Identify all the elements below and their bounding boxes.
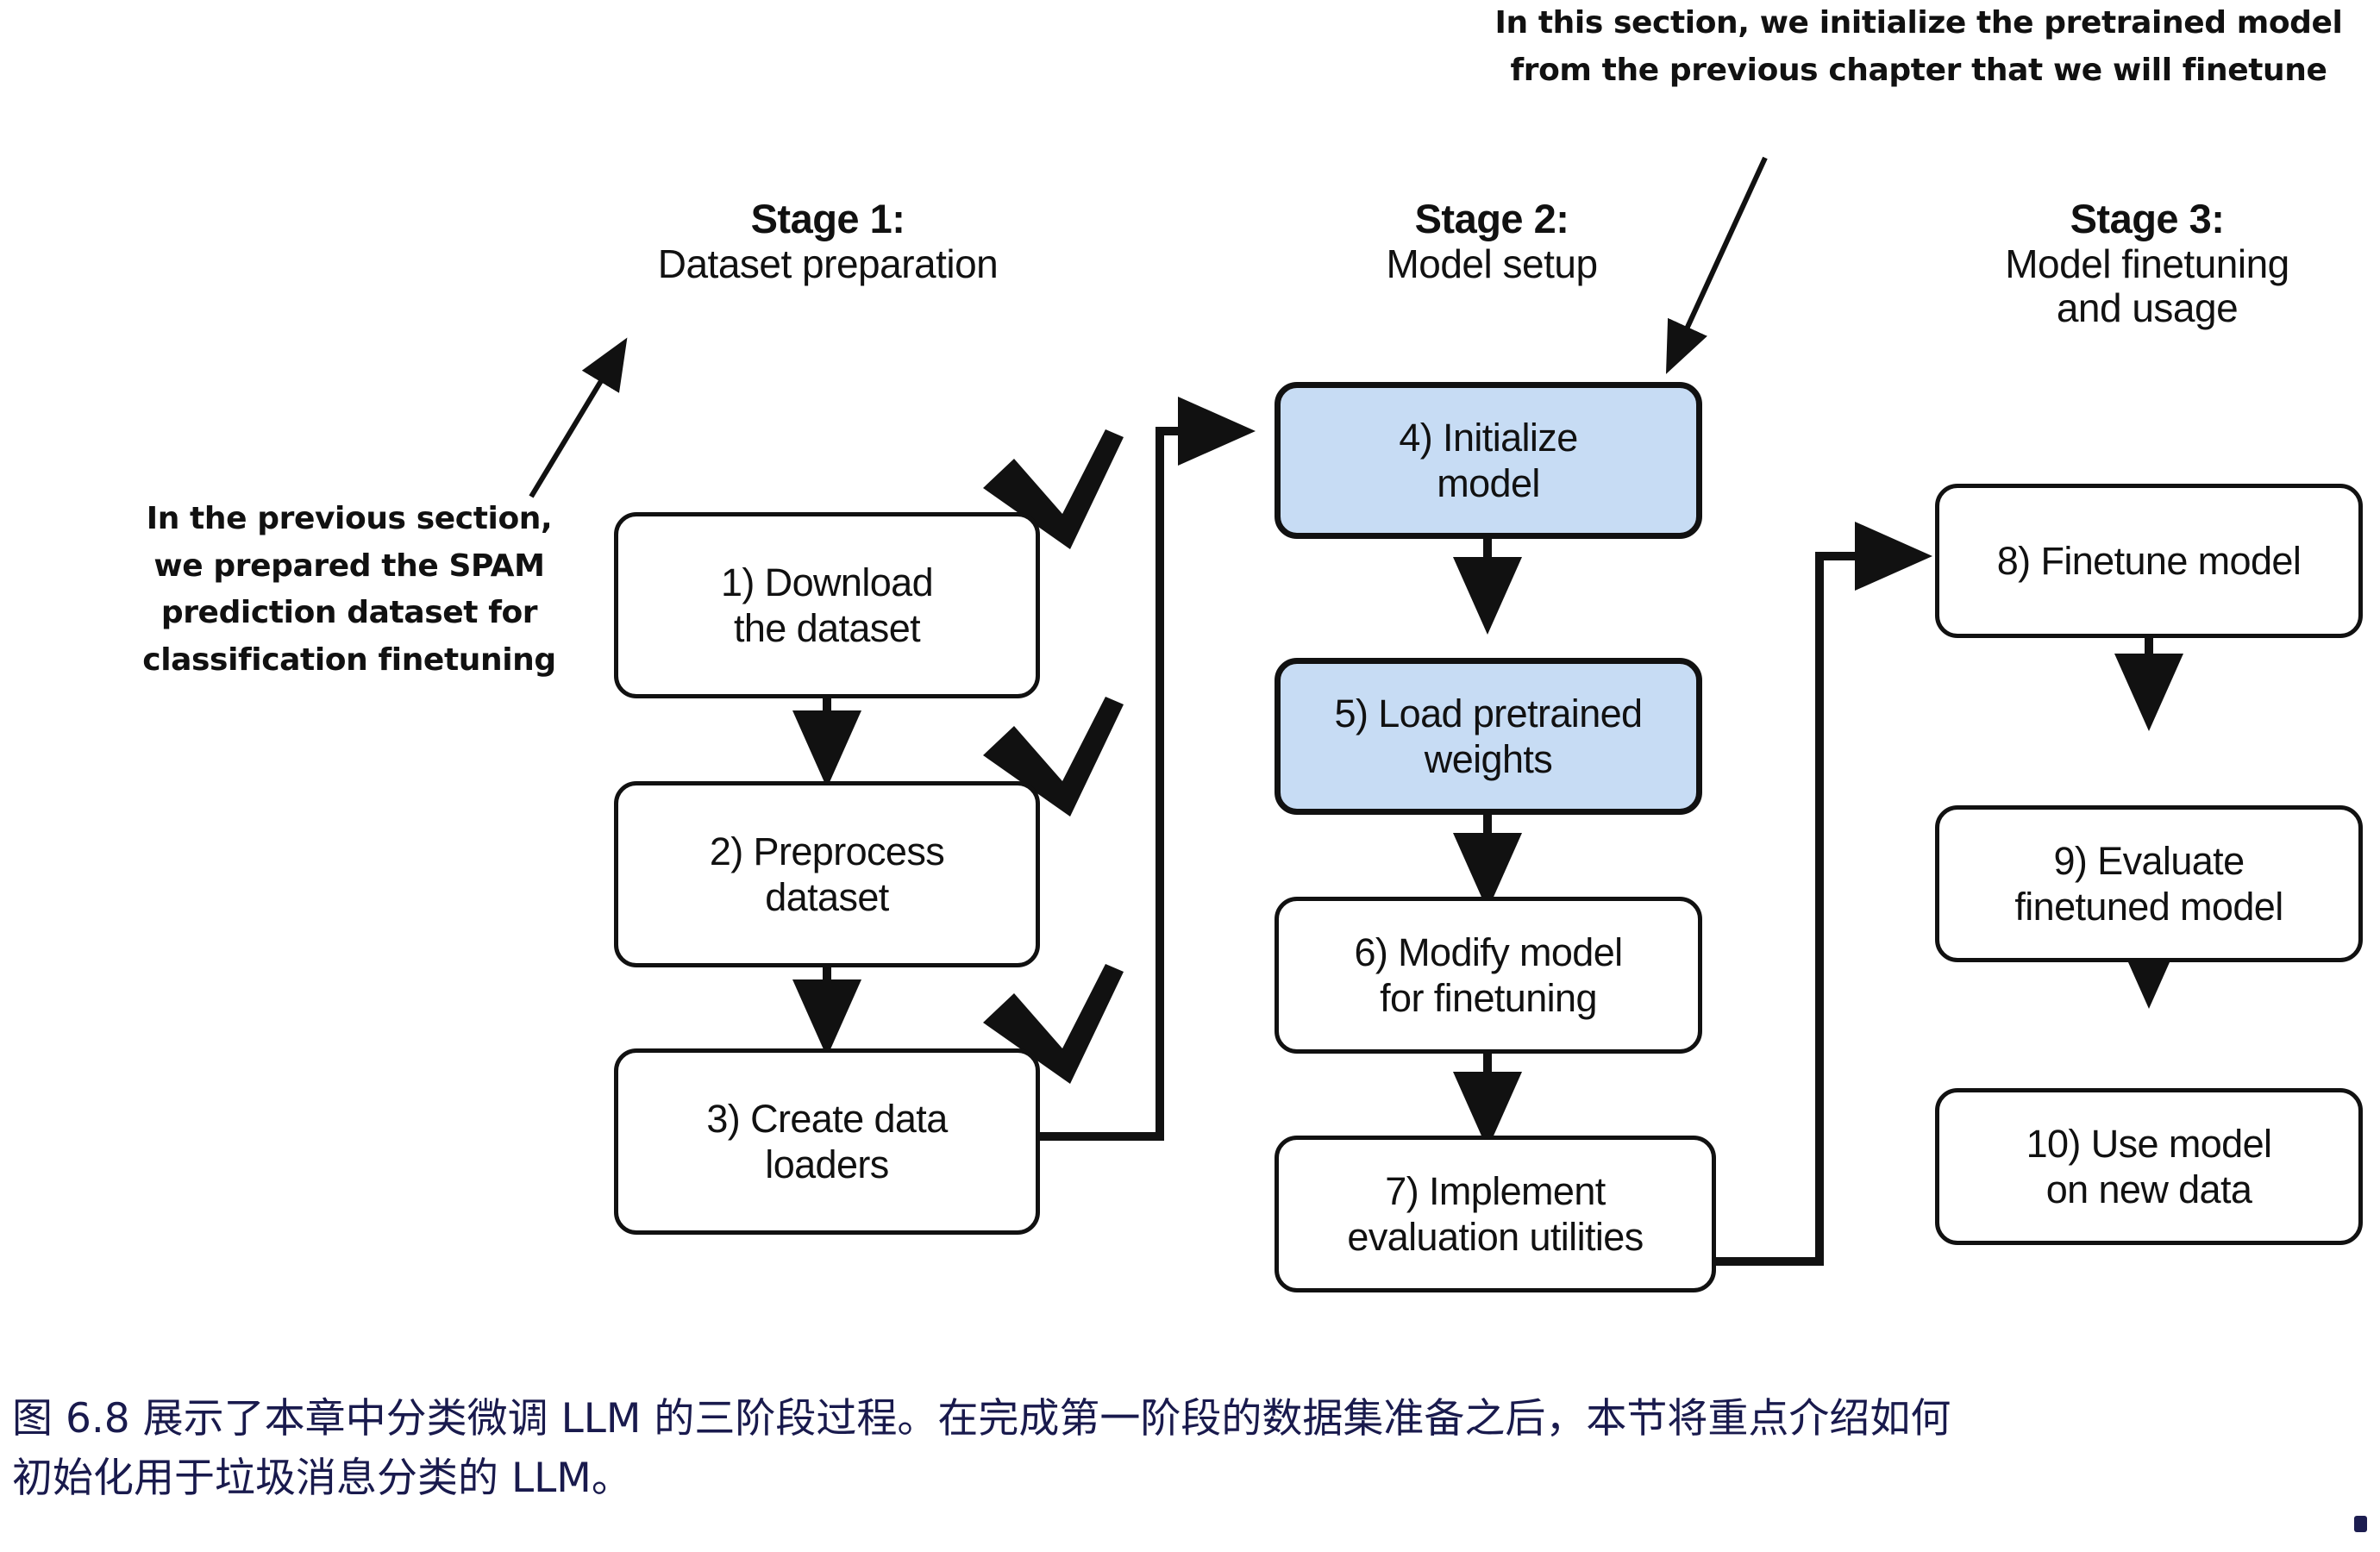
stage-heading-3: Stage 3: Model finetuning and usage (1888, 196, 2380, 331)
step-3-line1: 3) Create data (706, 1096, 948, 1141)
step-8-line1: 8) Finetune model (1996, 538, 2302, 583)
pointer-left-note (529, 337, 628, 498)
annotation-left-line1: In the previous section, (146, 501, 553, 536)
figure-caption: 图 6.8 展示了本章中分类微调 LLM 的三阶段过程。在完成第一阶段的数据集准… (12, 1390, 2375, 1508)
step-box-10[interactable]: 10) Use model on new data (1935, 1088, 2363, 1245)
stage-heading-1: Stage 1: Dataset preparation (552, 196, 1104, 286)
step-box-2[interactable]: 2) Preprocess dataset (614, 781, 1040, 967)
step-4-label: 4) Initialize model (1399, 415, 1578, 506)
step-1-label: 1) Download the dataset (720, 560, 934, 651)
step-box-1[interactable]: 1) Download the dataset (614, 512, 1040, 698)
step-5-label: 5) Load pretrained weights (1334, 691, 1644, 782)
stage-1-title: Stage 1: (750, 196, 905, 241)
step-box-7[interactable]: 7) Implement evaluation utilities (1275, 1136, 1716, 1292)
cursor-artifact (2354, 1516, 2367, 1532)
caption-line-2: 初始化用于垃圾消息分类的 LLM。 (12, 1454, 632, 1502)
step-10-line2: on new data (2045, 1167, 2252, 1211)
connector-stage1-to-stage2 (1040, 397, 1256, 1141)
step-4-line1: 4) Initialize (1399, 415, 1578, 460)
step-2-line1: 2) Preprocess (709, 829, 945, 873)
step-2-label: 2) Preprocess dataset (709, 829, 945, 920)
annotation-top-line2: from the previous chapter that we will f… (1510, 52, 2327, 88)
step-box-8[interactable]: 8) Finetune model (1935, 484, 2363, 638)
step-6-label: 6) Modify model for finetuning (1354, 929, 1623, 1021)
stage-3-subtitle-line2: and usage (2056, 285, 2239, 331)
step-4-line2: model (1437, 461, 1540, 505)
step-5-line1: 5) Load pretrained (1334, 691, 1644, 735)
stage-3-subtitle-line1: Model finetuning (2005, 241, 2289, 286)
caption-line-1: 图 6.8 展示了本章中分类微调 LLM 的三阶段过程。在完成第一阶段的数据集准… (12, 1395, 1951, 1442)
step-10-line1: 10) Use model (2026, 1121, 2272, 1166)
step-6-line2: for finetuning (1380, 976, 1597, 1020)
annotation-left-line4: classification finetuning (142, 642, 556, 679)
step-9-line1: 9) Evaluate (2053, 838, 2245, 883)
step-7-line1: 7) Implement (1385, 1168, 1606, 1213)
stage-2-title: Stage 2: (1414, 196, 1569, 241)
step-box-9[interactable]: 9) Evaluate finetuned model (1935, 805, 2363, 962)
stage-1-subtitle: Dataset preparation (657, 241, 999, 286)
annotation-left-line2: we prepared the SPAM (153, 548, 545, 584)
stage-3-title: Stage 3: (2070, 196, 2225, 241)
step-box-6[interactable]: 6) Modify model for finetuning (1275, 897, 1702, 1054)
annotation-top-note: In this section, we initialize the pretr… (1457, 0, 2380, 94)
step-10-label: 10) Use model on new data (2026, 1121, 2272, 1212)
step-box-5[interactable]: 5) Load pretrained weights (1275, 658, 1702, 815)
step-9-label: 9) Evaluate finetuned model (2014, 838, 2283, 929)
stage-heading-2: Stage 2: Model setup (1242, 196, 1742, 286)
step-7-line2: evaluation utilities (1347, 1215, 1644, 1259)
step-8-label: 8) Finetune model (1997, 538, 2302, 584)
annotation-left-line3: prediction dataset for (160, 595, 538, 631)
step-3-label: 3) Create data loaders (706, 1096, 948, 1187)
annotation-left-note: In the previous section, we prepared the… (121, 496, 578, 685)
step-box-3[interactable]: 3) Create data loaders (614, 1048, 1040, 1235)
step-1-line2: the dataset (733, 606, 921, 650)
step-1-line1: 1) Download (720, 560, 934, 604)
step-6-line1: 6) Modify model (1354, 929, 1623, 974)
connector-stage2-to-stage3 (1716, 522, 1932, 1266)
step-5-line2: weights (1424, 737, 1553, 781)
step-box-4[interactable]: 4) Initialize model (1275, 382, 1702, 539)
step-9-line2: finetuned model (2014, 885, 2283, 929)
stage-2-subtitle: Model setup (1386, 241, 1598, 286)
step-2-line2: dataset (765, 875, 889, 919)
step-3-line2: loaders (765, 1142, 889, 1186)
annotation-top-line1: In this section, we initialize the pretr… (1494, 5, 2343, 41)
step-7-label: 7) Implement evaluation utilities (1347, 1168, 1644, 1260)
